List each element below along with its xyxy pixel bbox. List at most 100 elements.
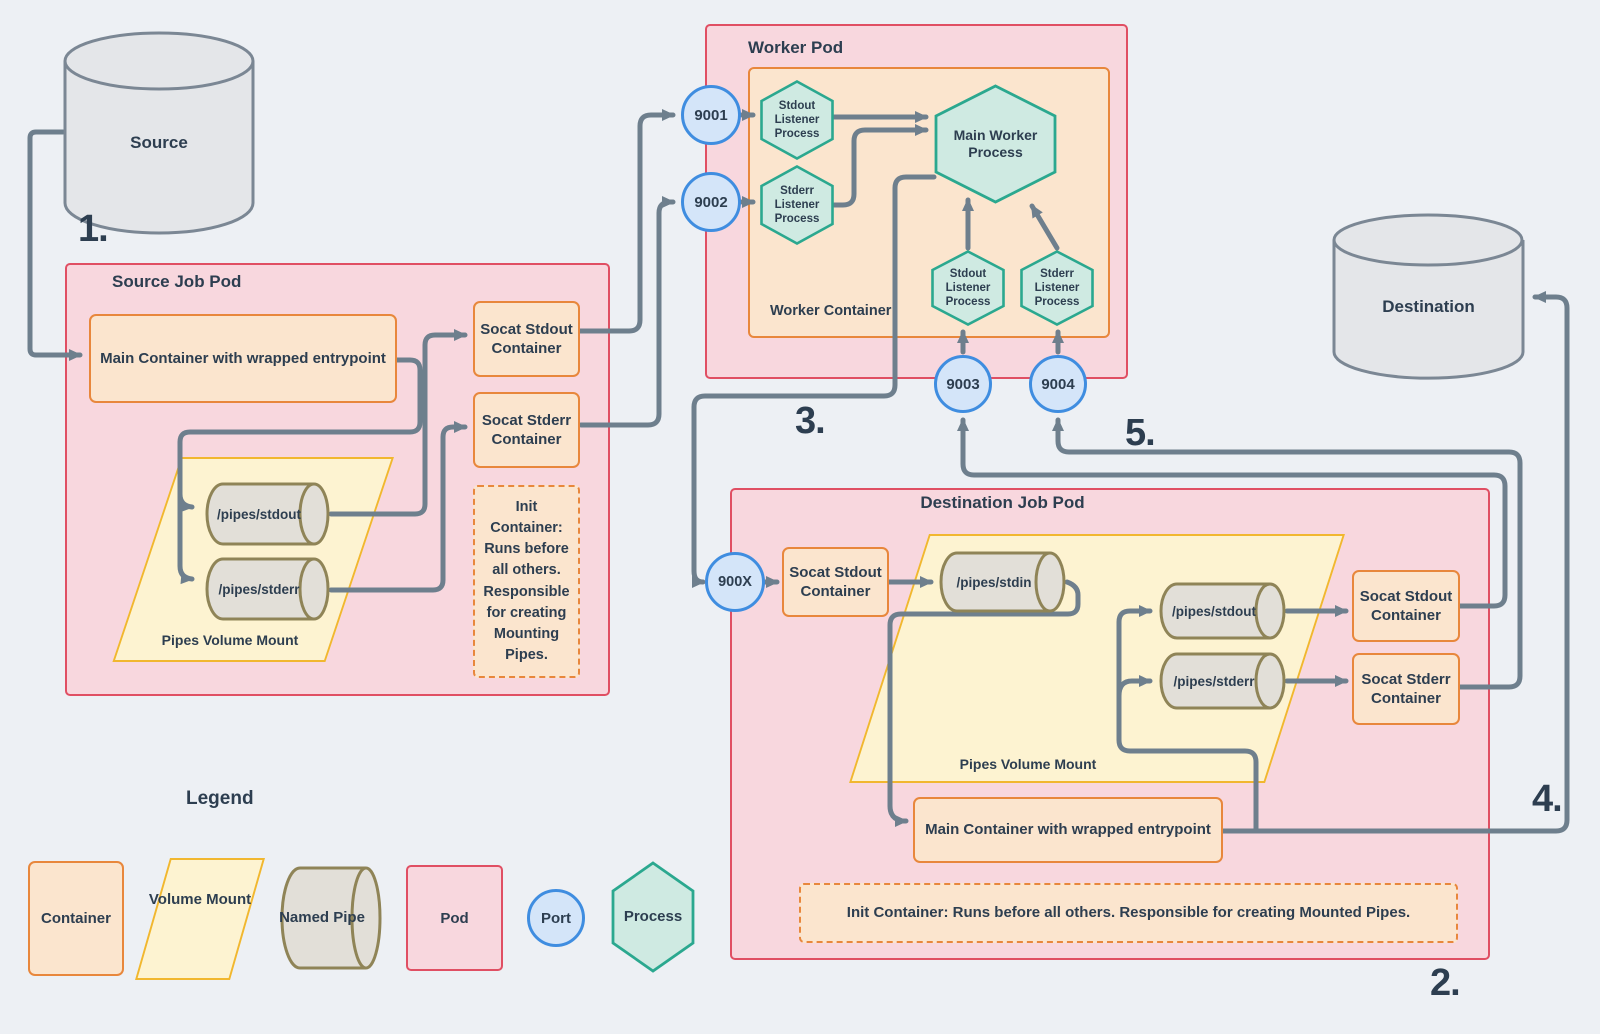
source-pipe-stderr-shape bbox=[205, 557, 330, 621]
destination-db: Destination bbox=[1332, 213, 1525, 380]
worker-pod-title: Worker Pod bbox=[748, 38, 844, 57]
source-main-container-label: Main Container with wrapped entrypoint bbox=[100, 349, 386, 367]
worker-stderr-listener-process: Stderr Listener Process bbox=[760, 165, 834, 245]
step-2: 2. bbox=[1430, 962, 1461, 1004]
hex-shape bbox=[760, 165, 834, 245]
pipe-cap bbox=[1254, 582, 1286, 640]
hex-polygon bbox=[611, 861, 695, 973]
legend-volume-mount-label: Volume Mount bbox=[145, 890, 255, 910]
hex-polygon bbox=[1020, 250, 1094, 326]
destination-db-body bbox=[1332, 240, 1525, 380]
port-9002-label: 9002 bbox=[694, 193, 728, 211]
edge-main-dest-to-destination-db bbox=[1220, 291, 1570, 834]
port-9002: 9002 bbox=[681, 172, 741, 232]
edge-socat-stderr-src-to-9002 bbox=[578, 196, 676, 428]
worker-stderr-listener-2-label: Stderr Listener Process bbox=[1034, 267, 1080, 308]
source-db-body bbox=[63, 61, 255, 235]
edge-main-worker-to-900x bbox=[691, 174, 937, 588]
worker-stdout-listener-label: Stdout Listener Process bbox=[774, 99, 820, 140]
source-db-label: Source bbox=[130, 133, 188, 152]
step-4: 4. bbox=[1532, 778, 1563, 820]
destination-job-pod-title: Destination Job Pod bbox=[920, 493, 1085, 512]
step-1: 1. bbox=[78, 208, 109, 250]
legend-port: Port bbox=[527, 889, 585, 947]
pipe-body bbox=[939, 551, 1050, 613]
edge-stderr-listener-to-main-worker bbox=[831, 124, 929, 208]
source-pipe-stderr: /pipes/stderr bbox=[203, 557, 331, 621]
destination-init-container-text: Init Container: Runs before all others. … bbox=[846, 904, 1411, 922]
pipe-body bbox=[280, 866, 366, 970]
source-socat-stdout-label: Socat Stdout Container bbox=[480, 320, 573, 358]
source-job-pod-title: Source Job Pod bbox=[112, 272, 242, 291]
legend-pod: Pod bbox=[406, 865, 503, 971]
edge-source-to-main-src bbox=[27, 129, 83, 361]
edge-stderr-listener2-to-main-worker bbox=[1029, 203, 1060, 251]
legend-named-pipe-shape bbox=[280, 866, 382, 970]
port-9003-label: 9003 bbox=[946, 375, 980, 393]
hex-polygon bbox=[931, 250, 1005, 326]
source-main-container: Main Container with wrapped entrypoint bbox=[89, 314, 397, 403]
pipe-body bbox=[205, 557, 314, 621]
port-900x-label: 900X bbox=[718, 574, 752, 590]
destination-socat-stdout-container: Socat Stdout Container bbox=[1352, 570, 1460, 642]
source-socat-stderr-container: Socat Stderr Container bbox=[473, 392, 580, 468]
pipe-cap bbox=[298, 482, 330, 546]
legend-named-pipe: Named Pipe bbox=[278, 866, 382, 970]
legend-container-label: Container bbox=[40, 909, 111, 927]
source-pipe-stderr-label: /pipes/stderr bbox=[218, 581, 300, 597]
source-db-shape bbox=[63, 31, 255, 235]
source-pipes-volume-mount-label: Pipes Volume Mount bbox=[161, 632, 299, 648]
destination-socat-stderr-container: Socat Stderr Container bbox=[1352, 653, 1460, 725]
destination-socat-stdout-label: Socat Stdout Container bbox=[1359, 587, 1453, 625]
destination-pipe-stdin-shape bbox=[939, 551, 1066, 613]
edge-main-dest-to-stderr-pipe-dest bbox=[1116, 675, 1153, 699]
legend-named-pipe-label: Named Pipe bbox=[278, 866, 366, 970]
destination-pipe-stdin-label: /pipes/stdin bbox=[956, 574, 1032, 590]
edge-stdout-pipe-to-socat-stdout-src bbox=[328, 329, 468, 517]
source-socat-stderr-label: Socat Stderr Container bbox=[481, 411, 572, 449]
edge-stdin-pipe-to-main-dest bbox=[887, 579, 1081, 827]
destination-socat-in-label: Socat Stdout Container bbox=[789, 563, 882, 601]
worker-stdout-listener-2-label: Stdout Listener Process bbox=[945, 267, 991, 308]
worker-stderr-listener-label: Stderr Listener Process bbox=[774, 184, 820, 225]
legend-container: Container bbox=[28, 861, 124, 976]
edge-main-src-to-stderr-pipe bbox=[177, 489, 195, 585]
worker-stdout-listener-process-2: Stdout Listener Process bbox=[931, 250, 1005, 326]
legend-process-shape bbox=[611, 861, 695, 973]
source-socat-stdout-container: Socat Stdout Container bbox=[473, 301, 580, 377]
pipe-cap bbox=[350, 866, 382, 970]
hex-polygon bbox=[760, 80, 834, 160]
main-worker-process-label: Main Worker Process bbox=[953, 126, 1038, 160]
destination-db-shape bbox=[1332, 213, 1525, 380]
destination-pipe-stderr-label: /pipes/stderr bbox=[1173, 673, 1255, 689]
hex-shape bbox=[760, 80, 834, 160]
pipe-body bbox=[205, 482, 314, 546]
destination-pipe-stdout-label: /pipes/stdout bbox=[1172, 603, 1256, 619]
step-5: 5. bbox=[1125, 412, 1156, 454]
destination-init-container: Init Container: Runs before all others. … bbox=[799, 883, 1458, 943]
edge-stderr-pipe-to-socat-stderr-src bbox=[328, 421, 468, 593]
legend-pod-label: Pod bbox=[440, 909, 469, 927]
edge-main-dest-to-stdout-pipe-dest bbox=[1116, 605, 1259, 832]
legend-volume-text: Volume Mount bbox=[148, 891, 252, 908]
destination-db-label: Destination bbox=[1382, 296, 1475, 316]
port-900x: 900X bbox=[705, 552, 765, 612]
source-pipe-stdout-shape bbox=[205, 482, 330, 546]
port-9003: 9003 bbox=[934, 355, 992, 413]
worker-container-label: Worker Container bbox=[770, 303, 892, 319]
hex-shape bbox=[931, 250, 1005, 326]
hex-shape bbox=[934, 84, 1057, 204]
destination-pipe-stdin: /pipes/stdin bbox=[937, 551, 1067, 613]
port-9004-label: 9004 bbox=[1041, 375, 1075, 393]
edge-socat-stdout-dest-to-9003 bbox=[957, 417, 1508, 609]
port-9001-label: 9001 bbox=[694, 106, 728, 124]
source-init-container: Init Container: Runs before all others. … bbox=[473, 485, 580, 678]
destination-pipe-stderr-shape bbox=[1159, 652, 1286, 710]
pipe-cap bbox=[298, 557, 330, 621]
pipe-body bbox=[1159, 582, 1270, 640]
destination-main-container-label: Main Container with wrapped entrypoint bbox=[925, 821, 1211, 839]
legend-process: Process bbox=[611, 861, 695, 973]
pipe-cap bbox=[1254, 652, 1286, 710]
destination-db-cap bbox=[1332, 213, 1524, 267]
